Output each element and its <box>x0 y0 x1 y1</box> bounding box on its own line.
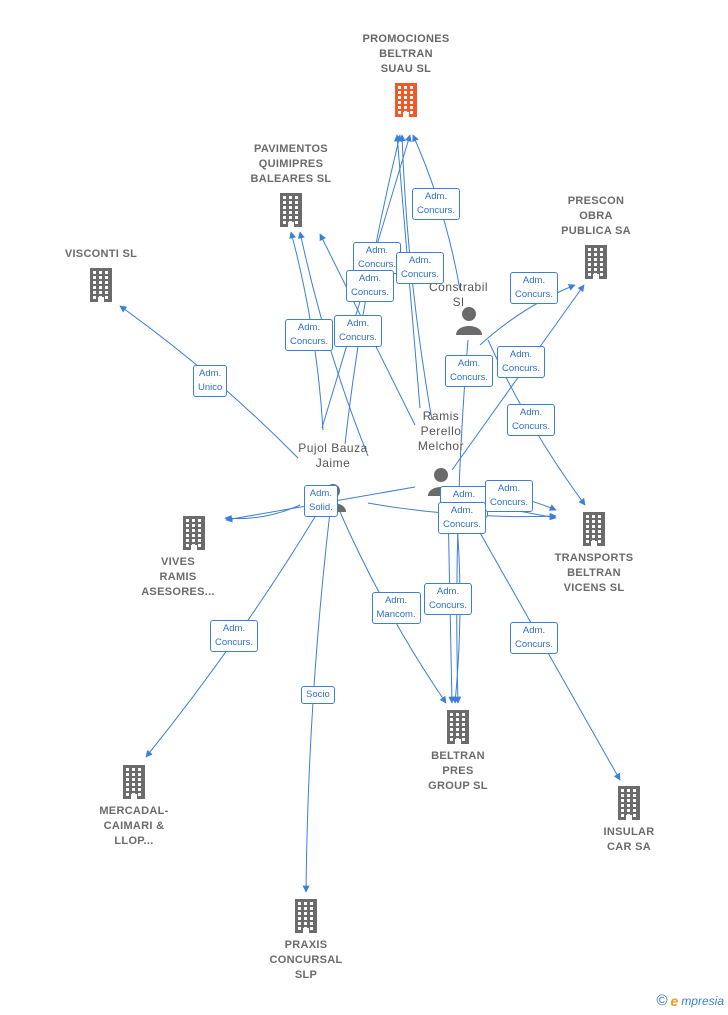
relation-badge[interactable]: Adm. Solid. <box>304 485 338 517</box>
relation-badge[interactable]: Adm. Concurs. <box>424 583 473 615</box>
node-label-insular: INSULAR CAR SA <box>603 826 655 853</box>
node-label-pavimentos: PAVIMENTOS QUIMIPRES BALEARES SL <box>250 143 332 185</box>
copyright-icon: © <box>656 992 668 1009</box>
building-icon[interactable] <box>583 245 609 284</box>
person-icon[interactable] <box>454 305 484 340</box>
node-label-transports: TRANSPORTS BELTRAN VICENS SL <box>554 552 634 594</box>
node-label-beltranpres: BELTRAN PRES GROUP SL <box>428 750 488 792</box>
building-icon[interactable] <box>121 765 147 804</box>
building-icon[interactable] <box>616 786 642 825</box>
building-icon[interactable] <box>581 512 607 551</box>
node-label-ramis: Ramis Perello Melchor <box>417 409 465 453</box>
building-icon[interactable] <box>393 83 419 122</box>
node-label-mercadal: MERCADAL- CAIMARI & LLOP... <box>99 805 169 847</box>
brand-name: mpresia <box>681 993 724 1008</box>
building-icon[interactable] <box>445 710 471 749</box>
building-icon[interactable] <box>88 268 114 307</box>
relation-badge[interactable]: Adm. Concurs. <box>210 620 259 652</box>
node-label-visconti: VISCONTI SL <box>64 248 138 260</box>
node-label-vives: VIVES RAMIS ASESORES... <box>141 556 215 598</box>
relation-badge[interactable]: Adm. Concurs. <box>485 480 534 512</box>
relation-badge[interactable]: Adm. Concurs. <box>438 502 487 534</box>
node-label-prescon: PRESCON OBRA PUBLICA SA <box>561 195 631 237</box>
relation-badge[interactable]: Adm. Concurs. <box>510 272 559 304</box>
relation-badge[interactable]: Adm. Concurs. <box>285 319 334 351</box>
node-label-pujol: Pujol Bauza Jaime <box>298 441 368 470</box>
relation-badge[interactable]: Adm. Concurs. <box>396 252 445 284</box>
relation-badge[interactable]: Adm. Concurs. <box>510 622 559 654</box>
building-icon[interactable] <box>278 193 304 232</box>
building-icon[interactable] <box>293 899 319 938</box>
relation-badge[interactable]: Adm. Concurs. <box>412 188 461 220</box>
relation-badge[interactable]: Adm. Concurs. <box>346 270 395 302</box>
relation-badge[interactable]: Adm. Concurs. <box>334 315 383 347</box>
node-label-praxis: PRAXIS CONCURSAL SLP <box>269 939 343 981</box>
relation-badge[interactable]: Adm. Concurs. <box>497 346 546 378</box>
edge-pujol-to-vives <box>224 504 301 523</box>
relation-badge[interactable]: Adm. Concurs. <box>507 404 556 436</box>
edge-constrabil-to-prescon <box>479 284 576 346</box>
building-icon[interactable] <box>181 516 207 555</box>
node-label-promociones: PROMOCIONES BELTRAN SUAU SL <box>362 33 450 75</box>
relation-badge[interactable]: Adm. Mancom. <box>371 592 421 624</box>
empresia-logo-icon: e <box>670 992 679 1009</box>
relation-badge[interactable]: Adm. Unico <box>193 365 228 397</box>
relation-badge[interactable]: Socio <box>301 686 335 704</box>
relation-badge[interactable]: Adm. Concurs. <box>445 355 494 387</box>
node-label-constrabil: Constrabil Sl <box>429 280 489 309</box>
